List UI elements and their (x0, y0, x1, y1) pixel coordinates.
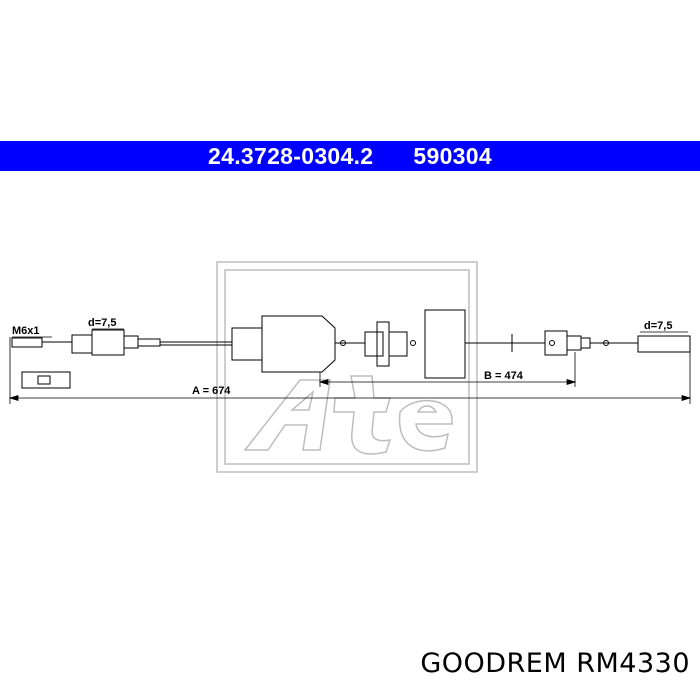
dim-b-arrow-left (318, 378, 329, 386)
eye-end-right (637, 335, 691, 353)
watermark-frame (216, 261, 478, 473)
fitting-left-a (71, 334, 93, 354)
fitting-left-c (123, 335, 139, 349)
connector-pin (410, 340, 416, 346)
dim-a-arrow-right (681, 394, 692, 402)
watermark-inner-frame (224, 269, 470, 465)
watermark-letter-t (333, 375, 392, 455)
fitting-right-a (544, 330, 568, 356)
ate-logo (216, 261, 478, 473)
watermark-letter-e (398, 399, 453, 452)
right-diameter-label: d=7,5 (644, 320, 672, 332)
fitting-left-b (91, 329, 125, 356)
thread-label: M6x1 (12, 325, 40, 337)
fitting-right-pin (549, 340, 555, 346)
thread-end-left (11, 337, 43, 348)
dimensions (8, 328, 692, 404)
watermark-letter-a (243, 379, 331, 451)
connector-a (364, 331, 384, 357)
fitting-right-pin-2 (603, 340, 609, 346)
left-diameter-label: d=7,5 (88, 317, 116, 329)
part-header-bar: 24.3728-0304.2 590304 (0, 141, 700, 171)
adjuster-sleeve (231, 315, 336, 373)
fitting-right-b (566, 335, 582, 351)
dim-a-arrow-left (8, 394, 19, 402)
length-b-label: B = 474 (484, 370, 524, 382)
dim-b-arrow-right (566, 378, 577, 386)
bulkhead-sleeve (424, 309, 466, 379)
fitting-left-d (137, 338, 161, 347)
sleeve-pin (340, 340, 346, 346)
cross-section-inner (37, 375, 51, 385)
part-number: 24.3728-0304.2 (208, 142, 374, 169)
fitting-right-c (580, 337, 591, 349)
brand-caption: GOODREM RM4330 (420, 648, 690, 679)
reference-number: 590304 (413, 142, 492, 169)
cross-section-symbol (21, 371, 71, 389)
cable-body (11, 309, 691, 389)
length-a-label: A = 674 (192, 385, 231, 397)
connector-b (388, 331, 408, 357)
